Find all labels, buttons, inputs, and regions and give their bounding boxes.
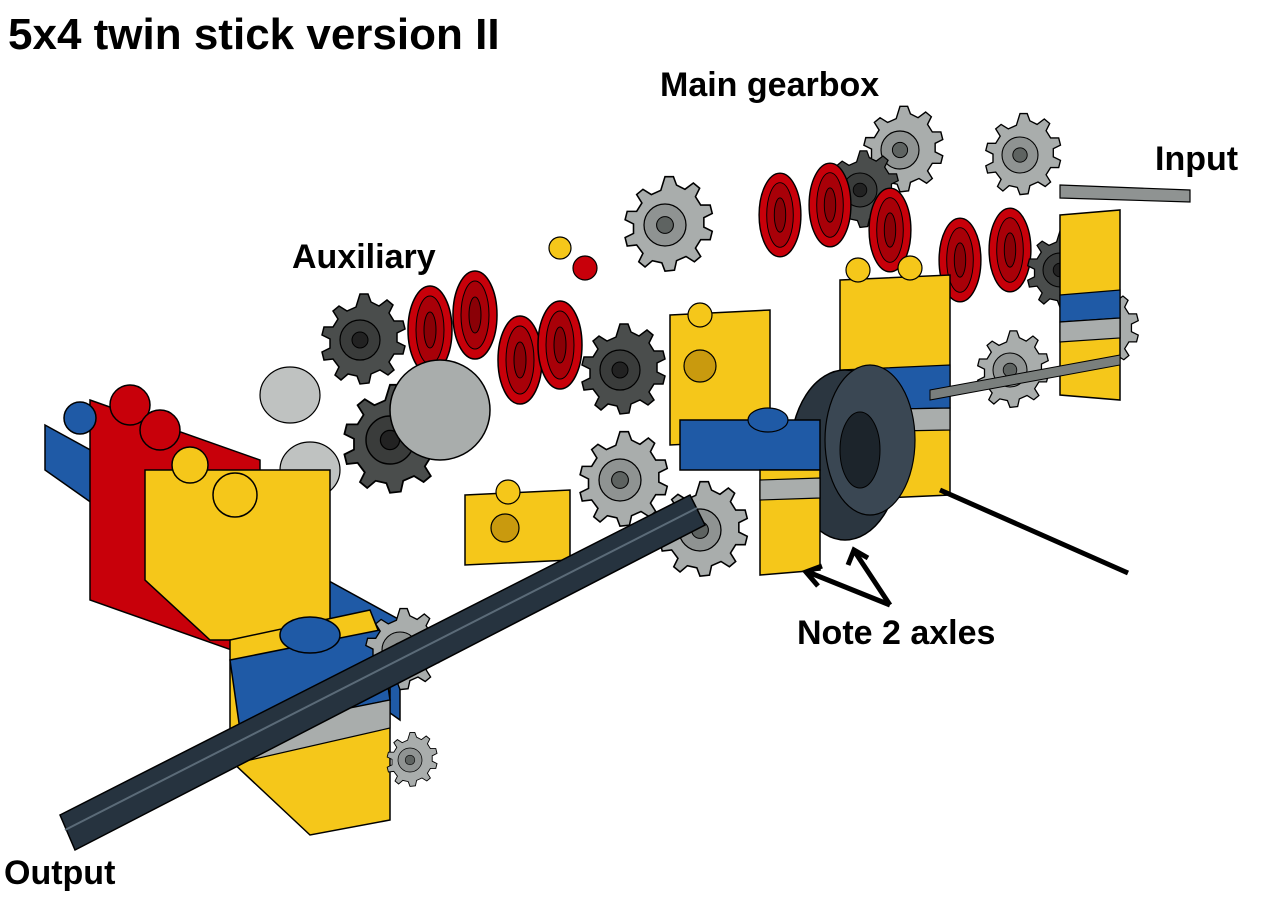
label-auxiliary: Auxiliary: [292, 238, 436, 276]
label-input: Input: [1155, 140, 1239, 178]
left-frame: [44, 384, 442, 836]
center-frame-brick: [679, 407, 821, 576]
pointer-line: [938, 487, 1130, 576]
label-main-gearbox: Main gearbox: [660, 66, 880, 104]
output-axle: [59, 493, 707, 852]
label-output: Output: [4, 854, 116, 892]
title: 5x4 twin stick version II: [8, 10, 500, 59]
note-arrows: [801, 546, 893, 608]
label-note-2-axles: Note 2 axles: [797, 614, 996, 652]
